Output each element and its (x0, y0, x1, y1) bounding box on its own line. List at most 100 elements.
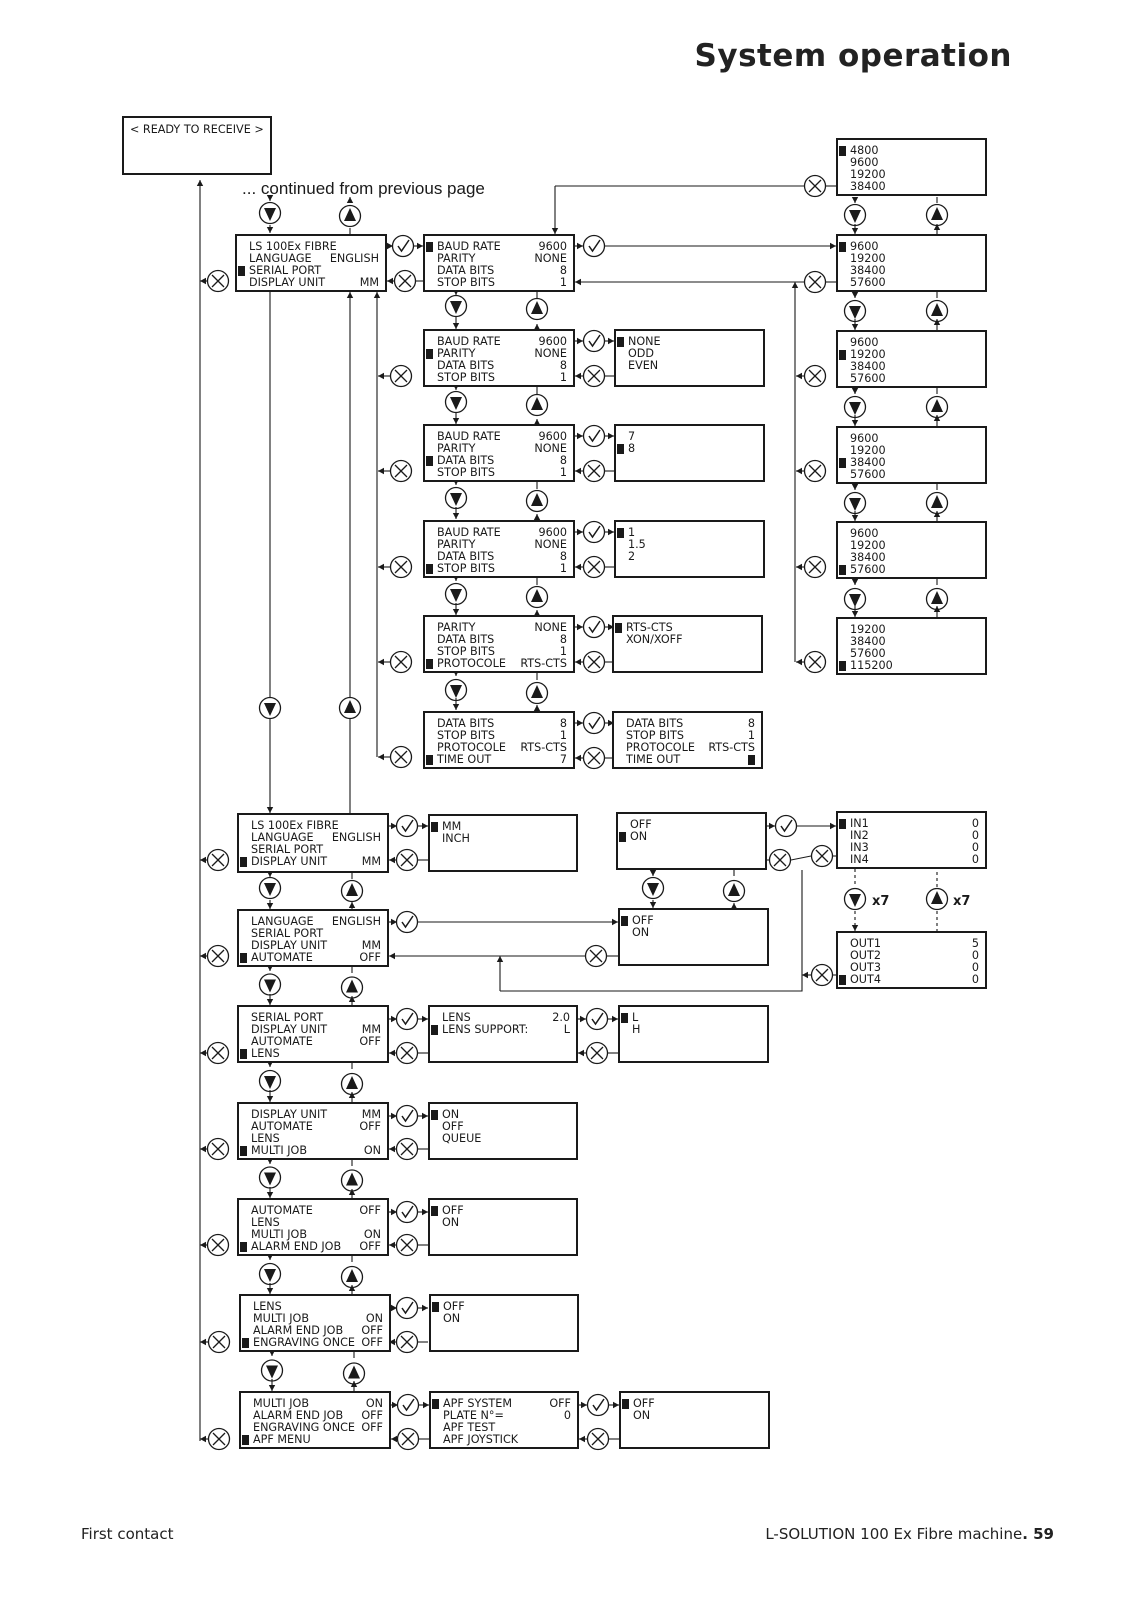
arrow-head (575, 372, 581, 380)
arrow-head (422, 822, 428, 830)
down-key-icon (849, 306, 861, 319)
cancel-key-icon (400, 1238, 414, 1252)
row-label: 19200 (850, 444, 886, 457)
row-label: ON (633, 1409, 651, 1422)
up-key-icon (346, 1269, 358, 1282)
arrow-head (796, 563, 802, 571)
menu-row-selected: OFF (432, 1301, 571, 1313)
ok-key-icon (397, 239, 410, 253)
row-label: ALARM END JOB (253, 1324, 344, 1337)
arrow-head (266, 195, 274, 201)
up-key-icon (531, 589, 543, 602)
row-label: 38400 (850, 264, 886, 277)
row-value: 1 (559, 466, 567, 479)
row-label: ON (632, 926, 650, 939)
up-key-icon (531, 685, 543, 698)
row-label: 9600 (850, 240, 879, 253)
row-label: 19200 (850, 348, 886, 361)
arrow-head (581, 1401, 587, 1409)
row-label: NONE (628, 335, 661, 348)
menu-row: 9600 (850, 528, 979, 540)
arrow-head (200, 1049, 206, 1057)
arrow-head (266, 999, 274, 1005)
row-label: 9600 (850, 336, 879, 349)
repeat-count-label: x7 (953, 894, 970, 909)
ok-key-icon (592, 1398, 605, 1412)
row-value: NONE (534, 442, 567, 455)
arrow-head (613, 1401, 619, 1409)
row-value: OFF (359, 1120, 381, 1133)
arrow-head (348, 1285, 356, 1291)
row-value: 1 (747, 729, 755, 742)
page-number: . 59 (1022, 1525, 1054, 1543)
arrow-head (933, 224, 941, 230)
menu-row: 7 (628, 431, 757, 443)
row-label: LENS (442, 1011, 471, 1024)
row-label: PLATE N°= (443, 1409, 504, 1422)
arrow-head (851, 420, 859, 426)
row-label: INCH (442, 832, 470, 845)
ok-key-icon (401, 1301, 414, 1315)
menu-row-selected: 115200 (839, 660, 979, 672)
menu-row-selected: L (621, 1012, 761, 1024)
cancel-key-icon (394, 750, 408, 764)
row-value: 9600 (538, 335, 567, 348)
row-label: 19200 (850, 623, 886, 636)
arrow-head (422, 1015, 428, 1023)
menu-row-selected: 8 (617, 443, 757, 455)
ok-key-icon (401, 915, 414, 929)
menu-row: OFF (630, 819, 759, 831)
menu-row: ODD (628, 348, 757, 360)
arrow-head (533, 419, 541, 425)
row-label: LANGUAGE (251, 915, 314, 928)
menu-row: ON (633, 1410, 762, 1422)
row-label: ALARM END JOB (251, 1240, 342, 1253)
row-value: 0 (971, 961, 979, 974)
menu-row: 57600 (850, 469, 979, 481)
arrow-head (350, 1381, 358, 1387)
menu-row: 19200 (850, 169, 979, 181)
menu-row: 38400 (850, 361, 979, 373)
row-value: RTS-CTS (520, 741, 567, 754)
ok-key-icon (588, 716, 601, 730)
cancel-key-icon (211, 853, 225, 867)
row-label: DISPLAY UNIT (251, 939, 328, 952)
menu-row-selected: SERIAL PORT (238, 265, 379, 277)
footer-manual-title: L-SOLUTION 100 Ex Fibre machine. 59 (765, 1525, 1054, 1543)
arrow-head (452, 609, 460, 615)
arrow-head (266, 1288, 274, 1294)
row-value: ENGLISH (331, 831, 381, 844)
menu-row: ON (443, 1313, 571, 1325)
row-value: 0 (971, 829, 979, 842)
arrow-head (389, 952, 395, 960)
menu-row: 19200 (850, 445, 979, 457)
row-value: NONE (534, 621, 567, 634)
menu-row: OFF (442, 1121, 570, 1133)
row-label: 57600 (850, 372, 886, 385)
cancel-key-icon (212, 1432, 226, 1446)
menu-row: 57600 (850, 277, 979, 289)
arrow-head (389, 856, 395, 864)
row-label: IN4 (850, 853, 869, 866)
menu-row: 19200 (850, 540, 979, 552)
ok-key-icon (401, 1012, 414, 1026)
row-value: ENGLISH (331, 915, 381, 928)
row-value: 9600 (538, 526, 567, 539)
menu-row: TIME OUT (626, 754, 755, 766)
row-value: 0 (563, 1409, 571, 1422)
